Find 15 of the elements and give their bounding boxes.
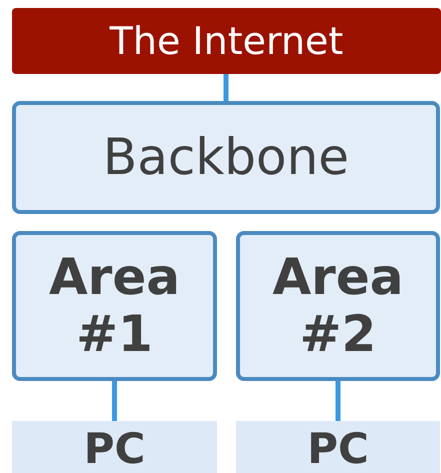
connector-line [112, 381, 117, 421]
node-label: PC [84, 428, 146, 470]
process-box [12, 231, 217, 381]
connector-line [224, 74, 228, 101]
terminal-box [236, 421, 440, 473]
node-label: The Internet [110, 18, 344, 64]
connector-line [336, 381, 340, 421]
node-label: Backbone [102, 127, 350, 188]
process-box [12, 101, 440, 214]
node-label: Area #2 [272, 248, 404, 364]
process-box [236, 231, 440, 381]
node-label: Area #1 [48, 248, 181, 364]
node-label: PC [307, 428, 369, 470]
terminal-box [12, 421, 217, 473]
header-box [12, 8, 441, 74]
